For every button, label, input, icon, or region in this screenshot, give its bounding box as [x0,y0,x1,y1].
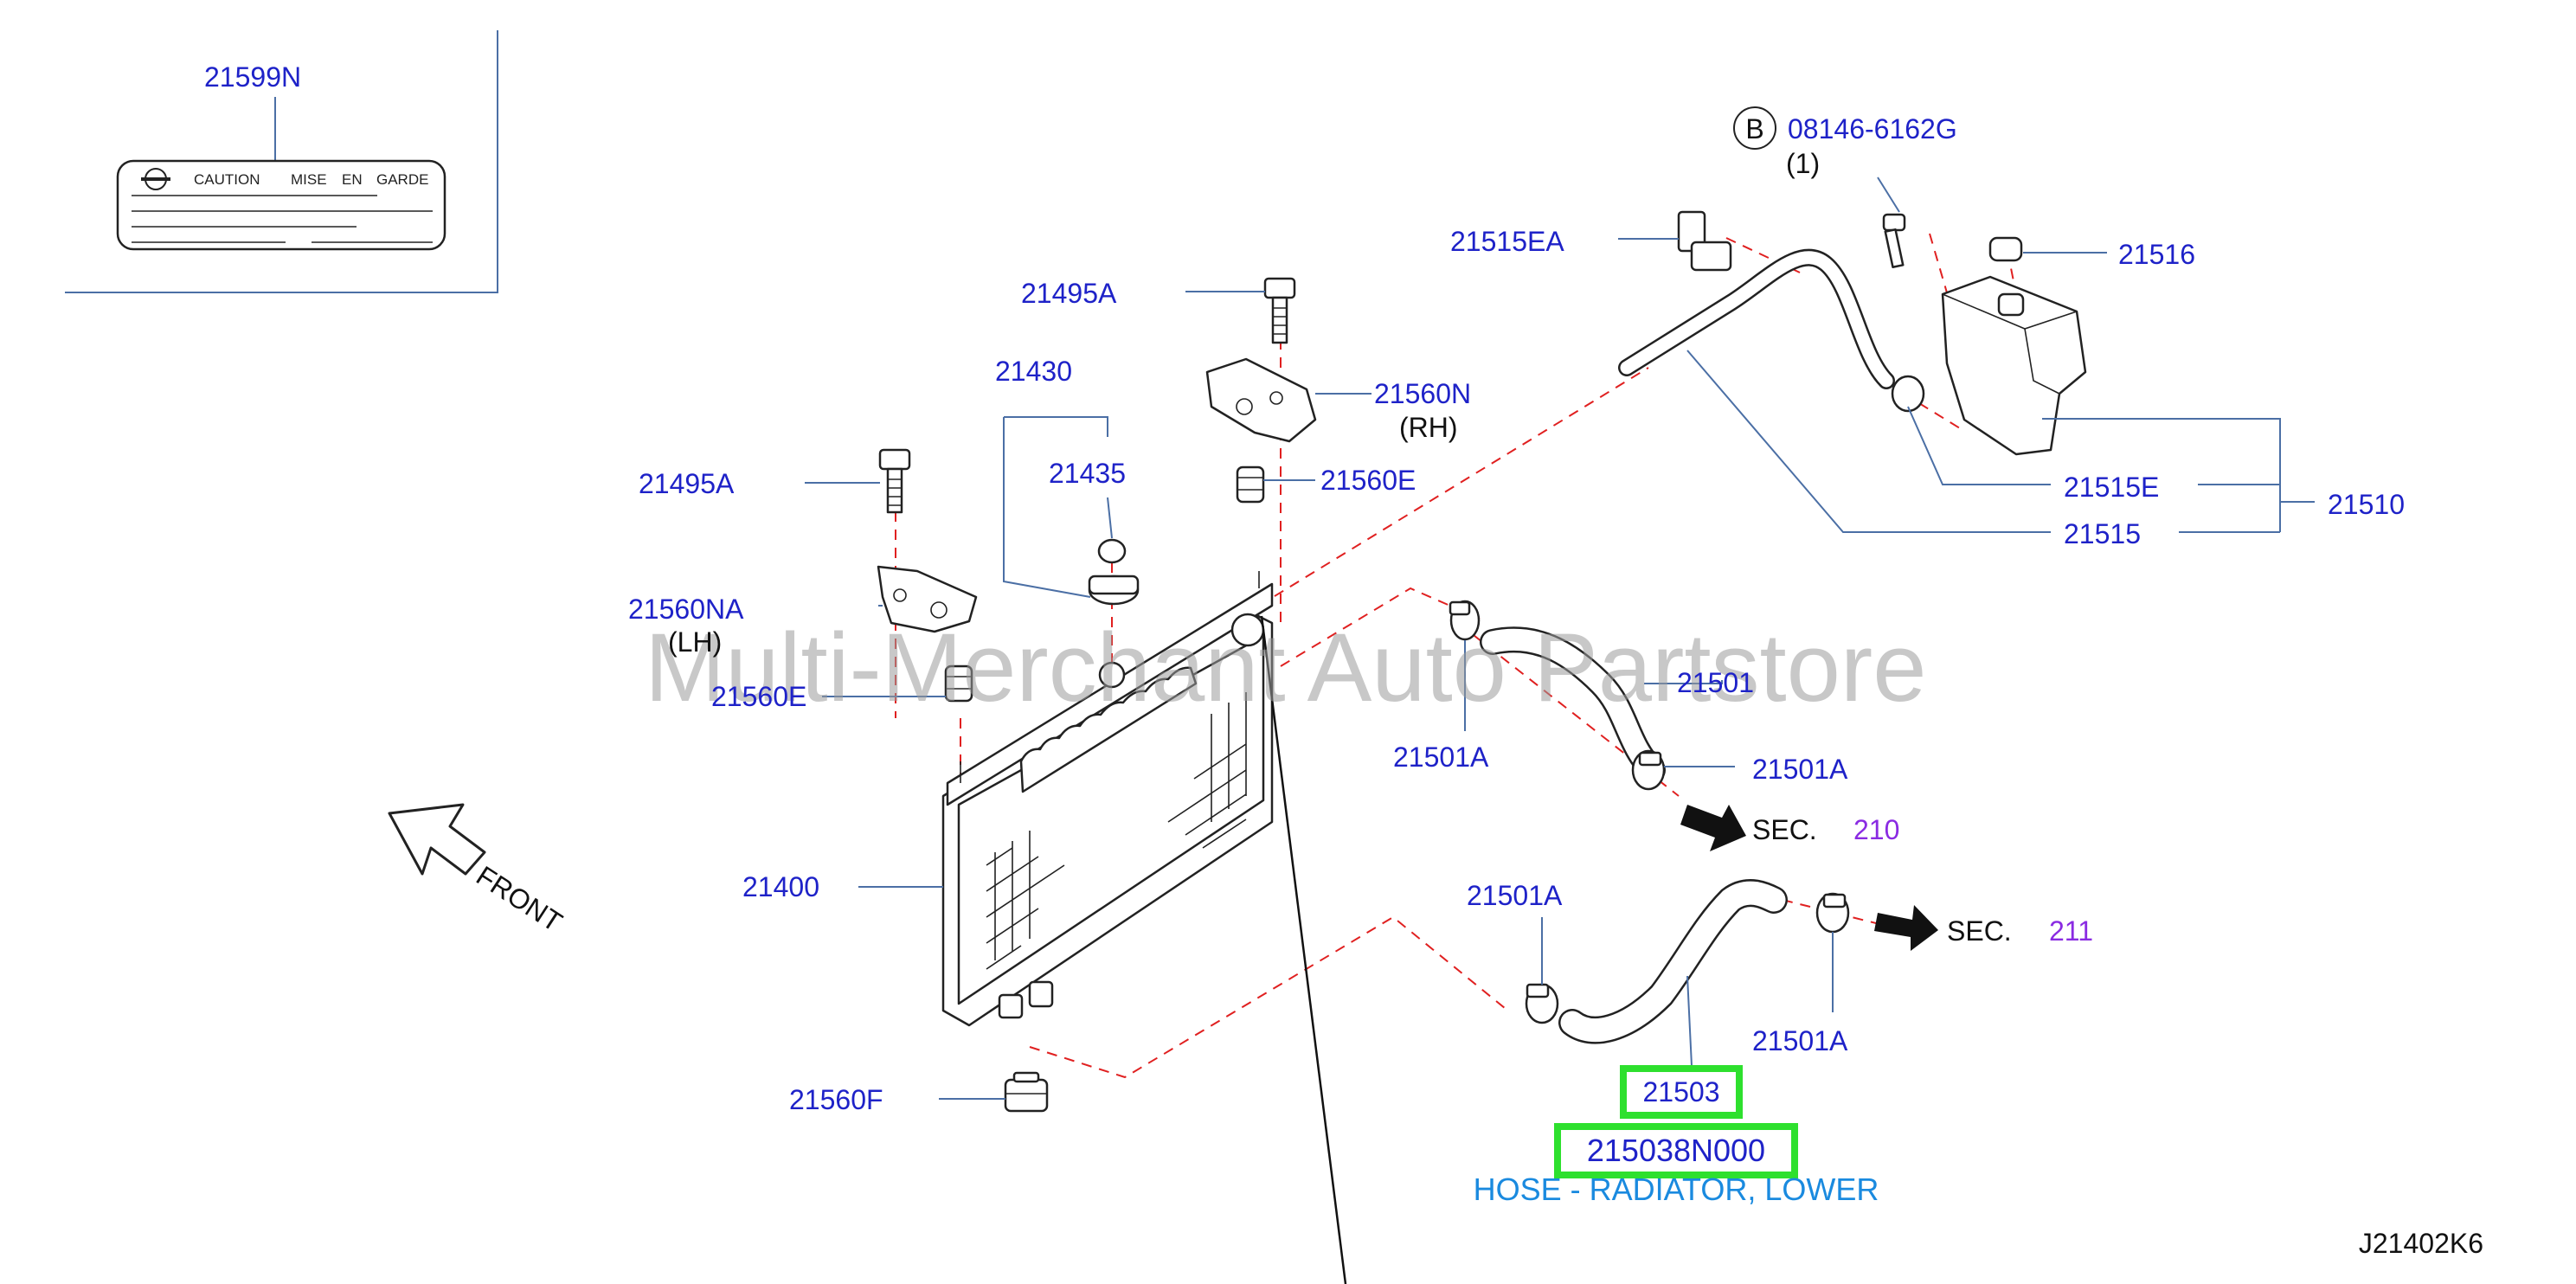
mount-21560E-top [1236,465,1265,504]
clamp-21515EA [1677,210,1732,272]
lower-hose-21503 [1558,879,1788,1044]
selected-part-callout[interactable]: 21503 215038N000 HOSE - RADIATOR, LOWER [1474,1065,1879,1207]
reservoir-tank-21510 [1941,275,2087,456]
label-mise-text: MISE [291,171,327,188]
part-label-21560E-left[interactable]: 21560E [711,681,806,712]
part-label-21510[interactable]: 21510 [2328,489,2405,520]
part-label-21560N[interactable]: 21560N [1374,378,1471,409]
part-label-21495A-left[interactable]: 21495A [639,468,735,499]
clamp-21501A-3 [1525,983,1559,1024]
bracket-21560N [1205,357,1317,443]
label-en-text: EN [342,171,363,188]
reservoir-cap-21516 [1988,236,2023,262]
section-number-210[interactable]: 210 [1853,814,1899,845]
nissan-logo-icon [141,168,170,190]
part-label-21599N[interactable]: 21599N [204,61,301,93]
front-indicator: FRONT [388,803,568,938]
selected-part-description: HOSE - RADIATOR, LOWER [1474,1172,1879,1207]
part-label-21560E-top[interactable]: 21560E [1320,465,1416,496]
part-labels: 21495A 21430 21435 21560N (RH) 21560E 21… [628,106,2405,1115]
part-label-21501A-1[interactable]: 21501A [1393,742,1489,773]
reservoir-hose-21515 [1618,248,1895,389]
bolt-callout-circle [1733,106,1776,150]
part-label-21495A-top[interactable]: 21495A [1021,278,1117,309]
part-label-21515EA[interactable]: 21515EA [1450,226,1564,257]
bolt-21495A-top [1263,277,1296,344]
arrow-right-icon [1680,805,1746,851]
part-label-21515[interactable]: 21515 [2064,518,2141,549]
selected-part-number[interactable]: 215038N000 [1587,1133,1765,1168]
part-label-21560NA[interactable]: 21560NA [628,594,744,625]
part-label-21515E[interactable]: 21515E [2064,472,2159,503]
label-caution-text: CAUTION [194,171,260,188]
clamp-21515E [1891,375,1925,413]
part-label-21560F[interactable]: 21560F [789,1084,883,1115]
front-label: FRONT [471,860,568,938]
bolt-callout-letter: B [1745,113,1763,144]
part-label-21400[interactable]: 21400 [742,871,819,902]
arrow-right-icon [1874,905,1938,951]
upper-hose-21501 [1480,626,1666,783]
label-garde-text: GARDE [376,171,428,188]
part-label-08146-6162G[interactable]: 08146-6162G [1788,113,1957,144]
radiator-21400 [941,571,1274,1027]
part-label-21435[interactable]: 21435 [1049,458,1126,489]
section-number-211[interactable]: 211 [2049,915,2093,947]
cap-gasket-21435 [1097,538,1127,564]
clamp-21501A-2 [1631,749,1666,791]
leader-lines [805,177,2315,1100]
highlight-box-partnumber [1554,1123,1798,1178]
pointer-line [1260,615,1347,1284]
part-label-21501[interactable]: 21501 [1677,667,1754,698]
clamp-21501A-1 [1449,600,1481,641]
bolt-08146-6162G [1882,213,1906,269]
part-label-lh: (LH) [668,626,722,658]
section-label-210: SEC. [1752,814,1817,845]
part-label-21430[interactable]: 21430 [995,356,1072,387]
part-label-21501A-4[interactable]: 21501A [1752,1025,1848,1056]
part-label-21501A-3[interactable]: 21501A [1467,880,1563,911]
highlight-box-part [1620,1065,1743,1119]
part-label-rh: (RH) [1399,412,1458,443]
radiator-cap-21430 [1088,575,1140,606]
bracket-21560NA [877,565,978,633]
diagram-code: J21402K6 [2359,1228,2483,1259]
mount-21560F [1004,1071,1049,1113]
label-card-inset: CAUTION MISE EN GARDE 21599N [65,30,498,293]
selected-part-label[interactable]: 21503 [1643,1076,1720,1107]
front-arrow-icon [388,803,486,876]
bolt-quantity: (1) [1786,148,1820,179]
watermark-text: Multi-Merchant Auto Partstore [645,613,1926,722]
section-ref-211[interactable]: SEC. 211 [1874,905,2093,951]
section-ref-210[interactable]: SEC. 210 [1680,805,1899,851]
bolt-21495A-left [878,448,911,514]
part-label-21516[interactable]: 21516 [2118,239,2195,270]
clamp-21501A-4 [1815,892,1850,934]
mount-21560E-left [944,664,973,703]
part-label-21501A-2[interactable]: 21501A [1752,754,1848,785]
section-label-211: SEC. [1947,915,2012,947]
